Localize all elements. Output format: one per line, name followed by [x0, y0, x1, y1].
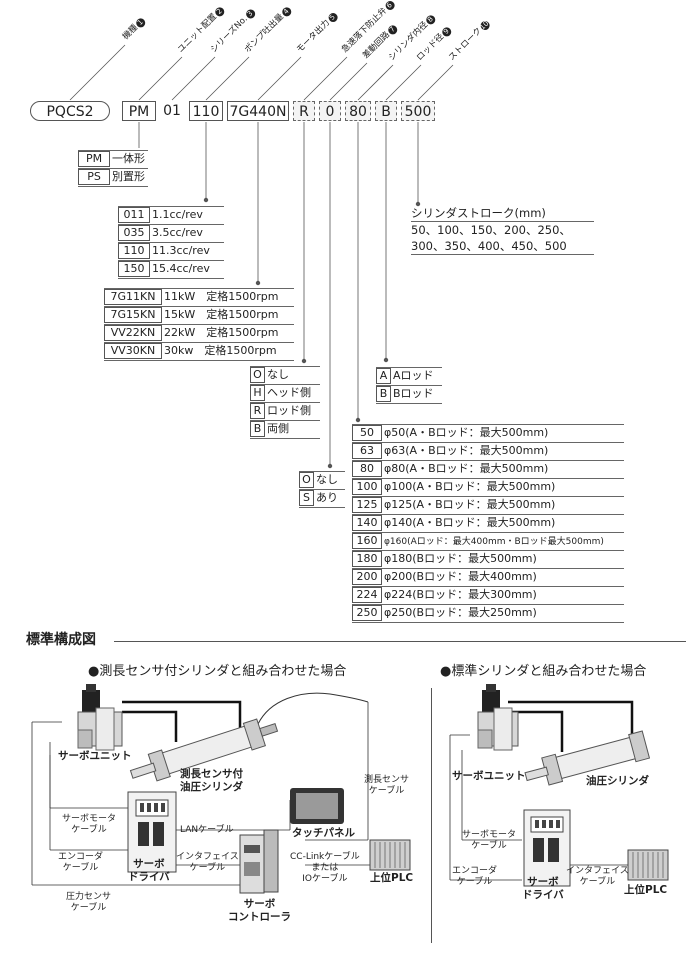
right-interface-cable-label: インタフェイス ケーブル — [566, 866, 629, 887]
left-servo-motor-cable-label: サーボモータ ケーブル — [62, 814, 117, 835]
left-heading: ●測長センサ付シリンダと組み合わせた場合 — [88, 664, 347, 679]
sensor-cylinder-graphic — [129, 718, 279, 782]
code-return: 0 — [319, 101, 341, 121]
right-plc-label: 上位PLC — [624, 884, 668, 896]
stroke-block: シリンダストローク(mm) 50、100、150、200、250、 300、35… — [411, 205, 594, 255]
option-leaders — [138, 122, 421, 469]
right-cylinder-graphic — [524, 730, 651, 786]
stroke-values-2: 300、350、400、450、500 — [411, 238, 594, 255]
right-servo-driver-label: サーボ ドライバ — [522, 876, 564, 901]
left-cylinder-label: 測長センサ付 油圧シリンダ — [180, 768, 243, 793]
plc-left-graphic — [369, 839, 411, 871]
left-diagram-svg — [31, 684, 411, 894]
header-leaders — [69, 44, 454, 101]
right-servo-driver-graphic — [523, 809, 571, 887]
code-base: PQCS2 — [30, 101, 110, 121]
servo-driver-graphic — [127, 791, 177, 873]
left-cclink-label: CC-Linkケーブル または IOケーブル — [290, 852, 360, 884]
code-stroke: 500 — [401, 101, 435, 121]
stroke-title: シリンダストローク(mm) — [411, 205, 594, 222]
code-rod: B — [375, 101, 397, 121]
left-plc-label: 上位PLC — [370, 872, 414, 884]
code-unit: PM — [122, 101, 156, 121]
touch-panel-graphic — [290, 788, 344, 824]
section-rule — [114, 641, 686, 642]
code-pump: 110 — [189, 101, 223, 121]
left-encoder-cable-label: エンコーダ ケーブル — [58, 852, 104, 873]
left-lan-cable-label: LANケーブル — [180, 825, 234, 835]
left-servo-driver-label: サーボ ドライバ — [128, 858, 170, 883]
servo-controller-graphic — [239, 829, 279, 894]
right-servo-unit-label: サーボユニット — [452, 770, 526, 782]
plc-right-graphic — [627, 849, 669, 881]
code-fall: R — [293, 101, 315, 121]
code-motor: 7G440N — [227, 101, 289, 121]
right-diagram-svg — [449, 684, 669, 887]
code-series: 01 — [163, 103, 181, 119]
left-sensor-cable-label: 測長センサ ケーブル — [364, 775, 410, 796]
section-title: 標準構成図 — [26, 632, 96, 648]
right-servo-unit-graphic — [477, 684, 519, 751]
right-encoder-cable-label: エンコーダ ケーブル — [452, 866, 498, 887]
right-cylinder-label: 油圧シリンダ — [586, 775, 649, 787]
left-pressure-cable-label: 圧力センサ ケーブル — [66, 892, 112, 913]
servo-unit-graphic — [77, 684, 123, 751]
divider — [431, 688, 432, 943]
right-servo-motor-cable-label: サーボモータ ケーブル — [462, 830, 517, 851]
code-bore: 80 — [345, 101, 371, 121]
right-heading: ●標準シリンダと組み合わせた場合 — [440, 664, 647, 679]
left-interface-cable-label: インタフェイス ケーブル — [176, 852, 239, 873]
left-controller-label: サーボ コントローラ — [228, 898, 291, 923]
left-servo-unit-label: サーボユニット — [58, 750, 132, 762]
stroke-values-1: 50、100、150、200、250、 — [411, 223, 571, 237]
left-touch-panel-label: タッチパネル — [292, 827, 355, 839]
